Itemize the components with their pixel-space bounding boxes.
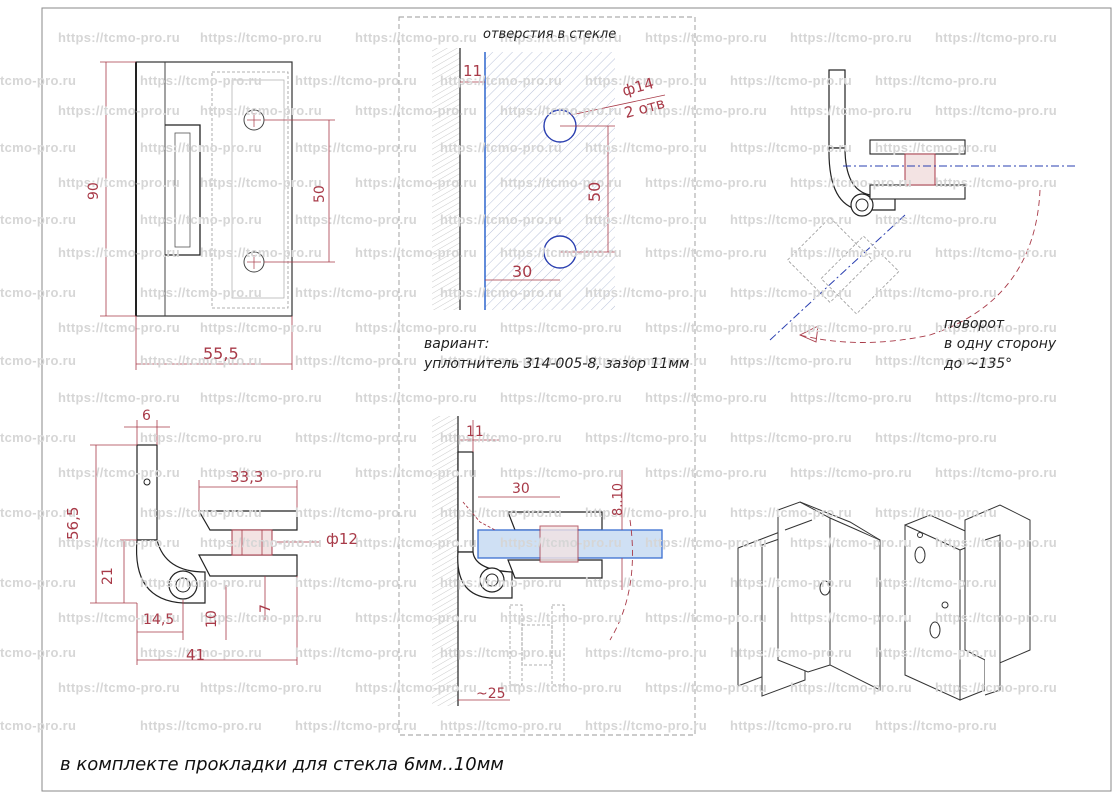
dim-swing-clearance: ~25 (476, 686, 506, 702)
hinge-side-view (135, 444, 298, 604)
front-view-dimensions (100, 61, 335, 370)
dim-height: 90 (86, 182, 102, 200)
dim-gap: 11 (463, 62, 483, 80)
dim-hole-spacing: 50 (585, 181, 604, 202)
rotation-note-1: поворот (944, 316, 1005, 332)
dim-clamp-length: 33,3 (230, 468, 264, 486)
dim-clamp-gap: 10 (204, 610, 220, 628)
side-view-dimensions (90, 420, 320, 665)
dim-bushing-diameter: ф12 (326, 530, 358, 548)
rotation-note-3: до ~135° (944, 356, 1013, 372)
hinge-3d-view-back (904, 504, 1031, 701)
variant-detail: уплотнитель 314-005-8, зазор 11мм (424, 356, 690, 372)
dim-total-depth: 41 (186, 646, 206, 664)
dim-pivot-height: 21 (100, 567, 116, 585)
glass-holes-view (432, 48, 615, 310)
glass-holes-dimensions (460, 81, 666, 281)
dim-width: 55,5 (203, 344, 239, 363)
dim-assembly-gap: 11 (466, 424, 484, 440)
assembly-dimensions (458, 420, 623, 701)
glass-holes-title: отверстия в стекле (483, 27, 617, 42)
dim-glass-thickness: 8..10 (611, 482, 626, 516)
dim-pivot-offset: 14,5 (143, 612, 175, 628)
dim-holes-distance: 50 (312, 185, 328, 203)
sheet-frame (41, 7, 1112, 792)
variant-label: вариант: (424, 336, 490, 352)
dim-hole-offset: 30 (512, 262, 533, 281)
assembly-view (432, 416, 663, 706)
dim-assembly-offset: 30 (512, 481, 530, 497)
rotation-view (769, 69, 1075, 343)
footer-note: в комплекте прокладки для стекла 6мм..10… (60, 754, 504, 775)
middle-panel-border (398, 16, 696, 736)
dim-side-height: 56,5 (64, 506, 82, 540)
hinge-front-view (135, 61, 293, 317)
hinge-3d-view-front (737, 501, 881, 697)
dim-plate-thickness: 6 (142, 408, 151, 424)
rotation-note-2: в одну сторону (944, 336, 1057, 352)
dim-clamp-lip: 7 (258, 604, 274, 613)
